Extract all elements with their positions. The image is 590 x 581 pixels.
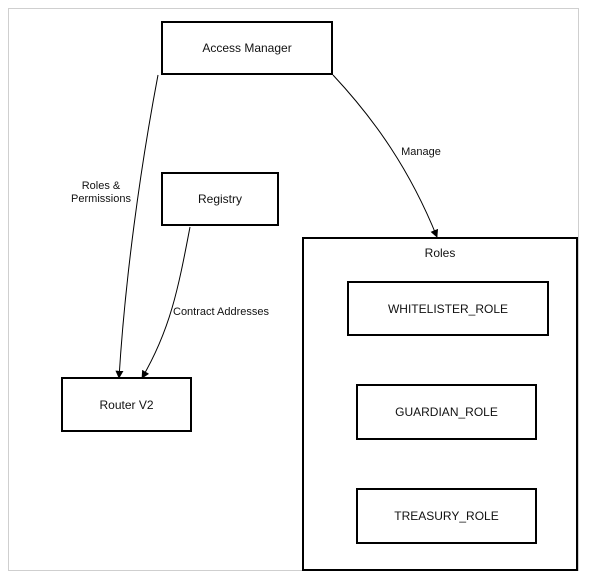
access-manager-label: Access Manager: [202, 41, 292, 55]
roles-permissions-label: Roles & Permissions: [71, 180, 131, 205]
whitelister-role-label: WHITELISTER_ROLE: [387, 301, 509, 316]
registry-label: Registry: [197, 192, 242, 206]
router-v2-node: Router V2: [61, 377, 192, 432]
treasury-role-label: TREASURY_ROLE: [394, 509, 499, 523]
whitelister-role-node: WHITELISTER_ROLE: [347, 281, 549, 336]
guardian-role-label: GUARDIAN_ROLE: [395, 405, 498, 419]
router-v2-label: Router V2: [99, 397, 154, 412]
roles-group-title: Roles: [424, 246, 456, 260]
diagram-frame: [8, 8, 579, 571]
treasury-role-node: TREASURY_ROLE: [356, 488, 537, 544]
contract-addresses-label: Contract Addresses: [173, 306, 269, 318]
edge-contract-addresses: [141, 226, 191, 379]
edge-roles-permissions: [115, 74, 159, 379]
access-manager-node: Access Manager: [161, 21, 333, 75]
manage-label: Manage: [401, 146, 441, 158]
guardian-role-node: GUARDIAN_ROLE: [356, 384, 537, 440]
edge-manage: [332, 74, 439, 238]
registry-node: Registry: [161, 172, 279, 226]
